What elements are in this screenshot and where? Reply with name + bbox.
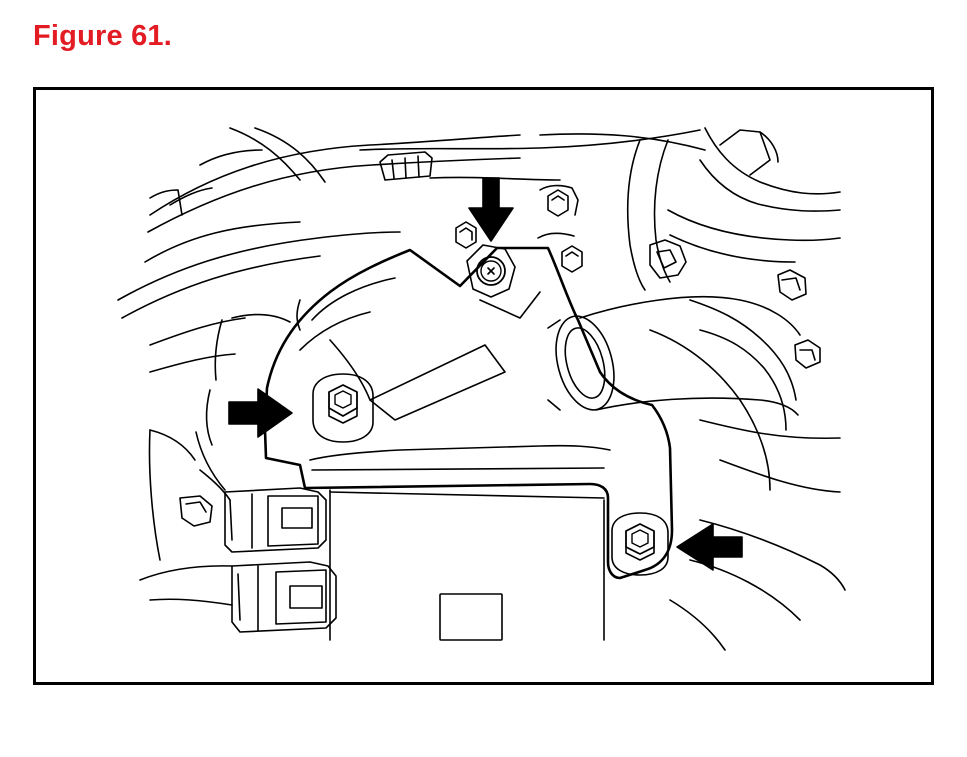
bracket-outline [263, 246, 674, 580]
connector-upper [224, 487, 327, 553]
arrow-right-icon [228, 388, 293, 438]
engine-illustration [117, 127, 846, 651]
engine-fasteners [455, 184, 583, 273]
control-module [329, 489, 605, 641]
bolt-lower-right [611, 512, 669, 576]
left-connectors [139, 313, 337, 633]
small-bolt-icon [547, 189, 569, 217]
bolt-left [312, 373, 374, 443]
small-bolt-icon [455, 221, 477, 249]
figure-frame [33, 87, 934, 685]
harness-clamp [379, 151, 433, 181]
callout-arrows [228, 177, 743, 571]
coolant-hose-assembly [626, 127, 846, 651]
small-bolt-icon [561, 245, 583, 273]
arrow-left-icon [676, 523, 743, 571]
connector-lower [231, 561, 337, 633]
figure-caption: Figure 61. [33, 20, 172, 52]
bolt-top [466, 244, 516, 298]
background-hoses [117, 127, 706, 373]
arrow-down-icon [468, 177, 514, 242]
coolant-outlet-pipe [547, 295, 801, 416]
